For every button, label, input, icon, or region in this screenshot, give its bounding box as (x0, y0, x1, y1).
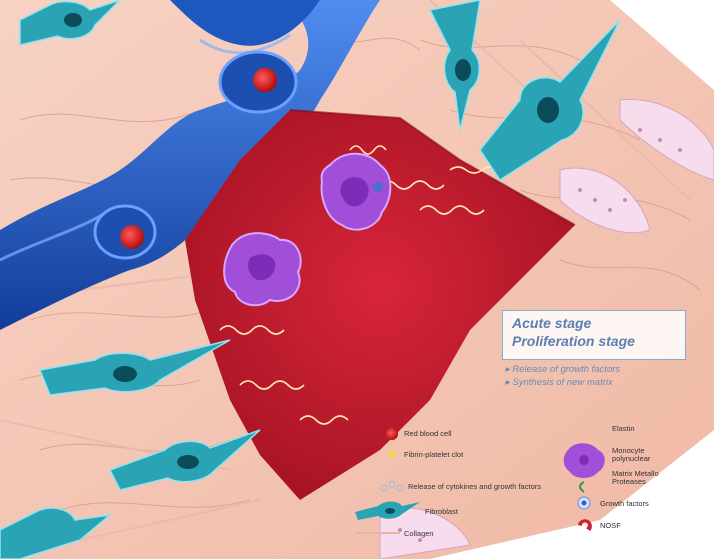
legend-collagen-label: Collagen (404, 529, 434, 538)
legend-nosf-label: NOSF (600, 521, 621, 530)
red-blood-cell (253, 68, 277, 92)
legend-elastin-label: Elastin (612, 424, 635, 433)
bullet-new-matrix: ▸ Synthesis of new matrix (505, 377, 613, 388)
legend-growth-factor-icon (578, 497, 590, 509)
bullet-text: Synthesis of new matrix (512, 377, 612, 388)
legend-fibroblast-label: Fibroblast (425, 507, 458, 516)
proliferation-stage-label: Proliferation stage (512, 333, 635, 349)
bullet-text: Release of growth factors (512, 364, 620, 375)
monocyte (322, 154, 391, 230)
acute-stage-label: Acute stage (512, 315, 591, 331)
legend-rbc-label: Red blood cell (404, 429, 452, 438)
red-blood-cell (120, 225, 144, 249)
bullet-growth-factors: ▸ Release of growth factors (505, 364, 620, 375)
legend-clot-label: Fibrin-platelet clot (404, 450, 463, 459)
legend-rbc-icon (386, 428, 398, 440)
legend-cytokines-label: Release of cytokines and growth factors (408, 482, 541, 491)
legend-mmp-label: Matrix Metallo Proteases (612, 470, 659, 486)
monocyte (224, 233, 301, 305)
legend-growth-factors-label: Growth factors (600, 499, 649, 508)
legend-monocyte-label: Monocyte polynuclear (612, 447, 650, 463)
